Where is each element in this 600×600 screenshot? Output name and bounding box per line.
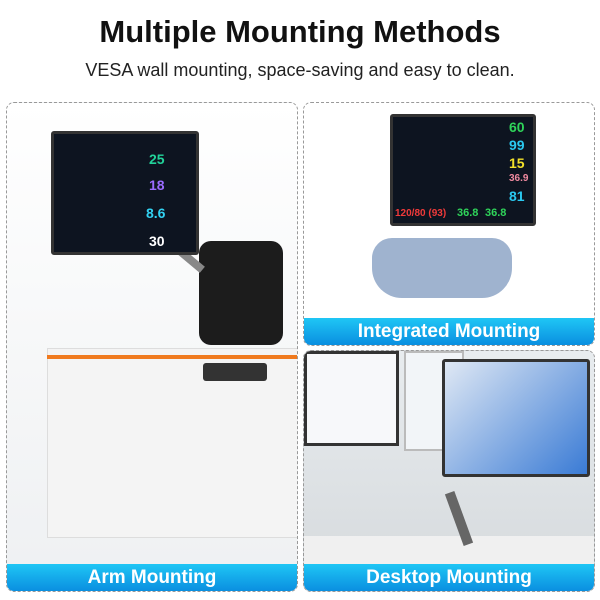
reading: 18 — [149, 177, 165, 193]
reading: 36.8 — [457, 207, 479, 219]
page-subtitle: VESA wall mounting, space-saving and eas… — [85, 60, 515, 80]
device-box — [199, 241, 283, 345]
reading: 30 — [149, 233, 165, 249]
integrated-mounting-label: Integrated Mounting — [304, 318, 594, 345]
ventilator-monitor: 25 18 8.6 30 — [51, 131, 199, 255]
cart-handle — [203, 363, 267, 381]
reading: 36.8 — [485, 207, 507, 219]
desktop-mounting-label: Desktop Mounting — [304, 564, 594, 591]
reading: 36.9 — [509, 173, 529, 184]
desktop-mounting-panel: Desktop Mounting — [303, 350, 595, 592]
reading: 99 — [509, 137, 525, 153]
patient-monitor: 60 99 15 36.9 81 120/80 (93) 36.8 36.8 — [390, 114, 536, 226]
integrated-mounting-panel: 60 99 15 36.9 81 120/80 (93) 36.8 36.8 I… — [303, 102, 595, 346]
reading: 25 — [149, 151, 165, 167]
desktop-monitor — [442, 359, 590, 477]
orange-stripe — [47, 355, 297, 359]
page-title: Multiple Mounting Methods — [99, 14, 501, 49]
reading: 15 — [509, 155, 525, 171]
arm-mounting-label: Arm Mounting — [7, 564, 297, 591]
reading: 8.6 — [146, 205, 166, 221]
background-monitor — [304, 351, 399, 446]
reading: 120/80 (93) — [395, 208, 447, 219]
ultrasound-console — [372, 238, 512, 298]
reading: 60 — [509, 119, 525, 135]
reading: 81 — [509, 188, 525, 204]
arm-mounting-panel: 25 18 8.6 30 Arm Mounting — [6, 102, 298, 592]
